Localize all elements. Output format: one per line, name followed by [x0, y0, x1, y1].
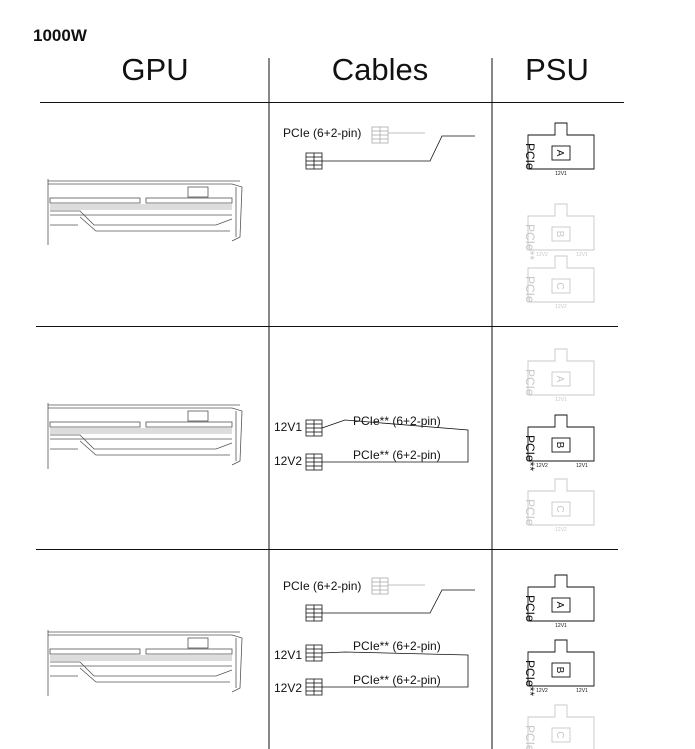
gpu-card-drawing [47, 179, 243, 245]
cable-single-row3 [305, 577, 475, 622]
psu-port-b-row3: B PCIe**12V2 12V1 [523, 639, 595, 696]
table-grid [36, 58, 624, 749]
psu-port-c-row3: C PCIe [523, 704, 595, 749]
psu-port-a-row1: A PCIe 12V1 [523, 122, 595, 177]
psu-rail-label: 12V2 [555, 304, 567, 310]
rail-label-row3-2: 12V2 [274, 681, 302, 695]
psu-port-letter: B [554, 442, 565, 449]
psu-port-c-row1: C PCIe 12V2 [523, 255, 595, 310]
cable-dual-row3 [305, 644, 469, 696]
psu-port-type-label: PCIe [523, 499, 537, 526]
cable-label-row3-1: PCIe (6+2-pin) [283, 579, 361, 593]
psu-rail-label: 12V1 [555, 623, 567, 629]
psu-rail-label: 12V1 [576, 463, 588, 469]
psu-port-type-label: PCIe** [523, 660, 537, 696]
psu-rail-label: 12V2 [536, 463, 548, 469]
wattage-label: 1000W [33, 26, 87, 45]
psu-port-letter: A [554, 376, 565, 383]
psu-rail-label: 12V1 [555, 397, 567, 403]
rail-label-row3-1: 12V1 [274, 648, 302, 662]
cable-dual-row2 [305, 419, 469, 471]
header-cables: Cables [331, 52, 429, 87]
header-psu: PSU [525, 52, 589, 87]
rail-label-row2-2: 12V2 [274, 454, 302, 468]
psu-port-letter: A [554, 602, 565, 609]
psu-port-type-label: PCIe [523, 725, 537, 749]
cable-label-row2-1: PCIe** (6+2-pin) [353, 414, 441, 428]
psu-port-a-row2: A PCIe 12V1 [523, 348, 595, 403]
gpu-layer [47, 179, 243, 696]
psu-port-a-row3: A PCIe 12V1 [523, 574, 595, 629]
header-gpu: GPU [121, 52, 189, 87]
psu-port-type-label: PCIe** [523, 224, 537, 260]
cable-label-row2-2: PCIe** (6+2-pin) [353, 448, 441, 462]
rail-label-row2-1: 12V1 [274, 420, 302, 434]
psu-port-c-row2: C PCIe 12V2 [523, 478, 595, 533]
psu-port-type-label: PCIe [523, 369, 537, 396]
gpu-card-drawing [47, 403, 243, 469]
psu-port-b-row2: B PCIe**12V2 12V1 [523, 414, 595, 471]
gpu-card-drawing [47, 630, 243, 696]
cable-label-row1: PCIe (6+2-pin) [283, 126, 361, 140]
psu-port-b-row1: B PCIe**12V2 12V1 [523, 203, 595, 260]
psu-rail-label: 12V2 [536, 252, 548, 258]
psu-rail-label: 12V1 [576, 252, 588, 258]
psu-port-letter: B [554, 231, 565, 238]
psu-port-type-label: PCIe [523, 595, 537, 622]
cable-label-row3-3: PCIe** (6+2-pin) [353, 673, 441, 687]
psu-rail-label: 12V2 [555, 527, 567, 533]
psu-port-letter: B [554, 667, 565, 674]
psu-rail-label: 12V1 [555, 171, 567, 177]
psu-port-type-label: PCIe** [523, 435, 537, 471]
cable-single-row1 [305, 126, 475, 170]
psu-port-type-label: PCIe [523, 276, 537, 303]
psu-port-type-label: PCIe [523, 143, 537, 170]
psu-port-letter: A [554, 150, 565, 157]
cable-label-row3-2: PCIe** (6+2-pin) [353, 639, 441, 653]
psu-rail-label: 12V1 [576, 688, 588, 694]
psu-port-letter: C [554, 505, 565, 512]
psu-port-letter: C [554, 731, 565, 738]
psu-port-letter: C [554, 282, 565, 289]
psu-rail-label: 12V2 [536, 688, 548, 694]
